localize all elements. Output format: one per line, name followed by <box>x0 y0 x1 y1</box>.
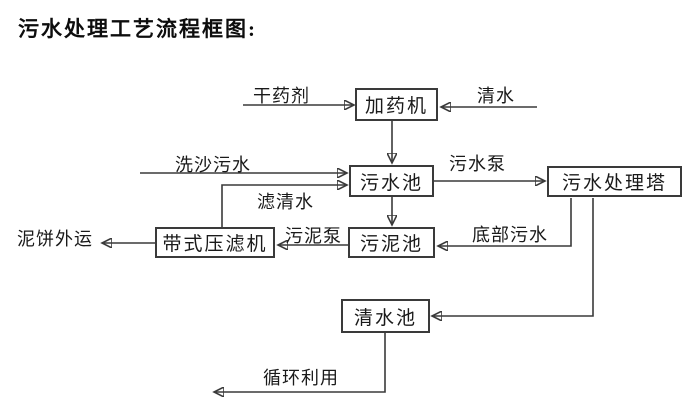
edge-label-bottom-sewage: 底部污水 <box>472 225 548 245</box>
edge-label-clean-water: 清水 <box>477 86 515 106</box>
node-sewage-pool: 污水池 <box>349 165 434 197</box>
node-clean-water-pool: 清水池 <box>341 299 430 333</box>
node-dosing-machine: 加药机 <box>355 88 438 121</box>
edge-label-mud-cake-out: 泥饼外运 <box>17 229 93 249</box>
node-belt-filter-press: 带式压滤机 <box>155 227 275 258</box>
diagram-title: 污水处理工艺流程框图: <box>18 17 257 41</box>
edge-label-recycle: 循环利用 <box>263 368 339 388</box>
edge-label-sludge-pump: 污泥泵 <box>285 226 342 246</box>
edge-label-filtered-water: 滤清水 <box>257 192 314 212</box>
node-treatment-tower: 污水处理塔 <box>547 166 682 197</box>
node-sludge-pool: 污泥池 <box>348 227 435 258</box>
edge-tower-to-clean-line <box>432 198 594 316</box>
edge-label-sand-washing: 洗沙污水 <box>175 155 251 175</box>
edge-label-sewage-pump: 污水泵 <box>449 154 506 174</box>
edge-label-dry-agent: 干药剂 <box>253 86 310 106</box>
